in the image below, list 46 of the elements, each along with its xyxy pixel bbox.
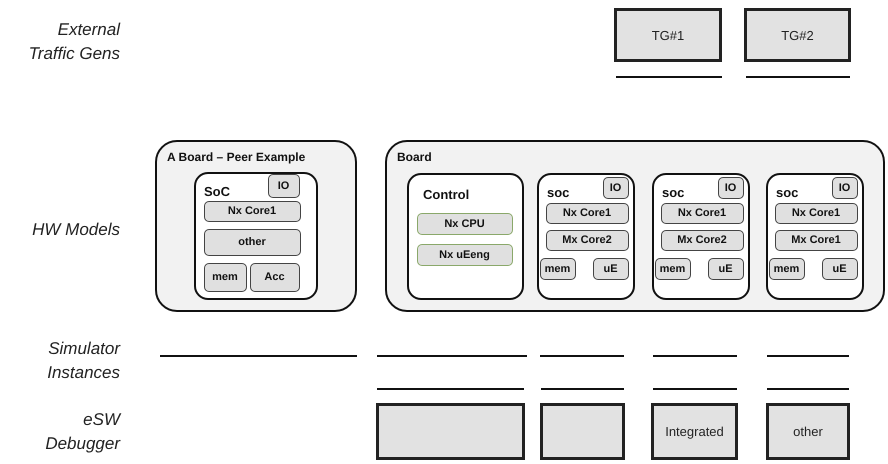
component-box: Nx Core1 (774, 202, 858, 224)
debugger-box (376, 403, 525, 460)
board-panel (155, 140, 357, 312)
chip-title: SoC (204, 184, 230, 199)
component-box: mem (540, 258, 576, 280)
component-box: mem (204, 262, 246, 292)
component-box: IO (718, 176, 744, 198)
debugger-box: Integrated (651, 403, 738, 460)
row-label: eSW Debugger (44, 409, 120, 455)
component-box: Nx Core1 (204, 200, 300, 222)
component-box: mem (768, 258, 804, 280)
component-box: Mx Core1 (774, 230, 858, 250)
component-box: IO (268, 174, 300, 198)
component-box: mem (654, 258, 690, 280)
component-box: IO (602, 176, 628, 198)
chip-panel (766, 173, 864, 300)
component-box: Acc (250, 262, 300, 292)
row-label: Simulator Instances (46, 338, 120, 384)
component-box: IO (832, 176, 858, 198)
chip-panel (407, 173, 524, 300)
debugger-box: other (766, 403, 850, 460)
chip-panel (652, 173, 750, 300)
component-box: Mx Core2 (546, 230, 628, 250)
component-box: Nx Core1 (546, 202, 628, 224)
component-box: uE (592, 258, 628, 280)
component-box: Nx Core1 (660, 202, 744, 224)
debugger-box (540, 403, 625, 460)
board-title: A Board – Peer Example (167, 150, 306, 164)
component-box: uE (708, 258, 744, 280)
chip-panel (537, 173, 635, 300)
chip-panel (194, 172, 318, 300)
chip-title: soc (547, 185, 570, 200)
row-label: External Traffic Gens (28, 19, 120, 65)
traffic-generator-box: TG#2 (744, 8, 851, 62)
component-box: Nx CPU (416, 212, 512, 234)
row-label: HW Models (31, 219, 120, 241)
chip-title: soc (662, 185, 684, 200)
chip-title: soc (776, 185, 798, 200)
component-box: Mx Core2 (660, 230, 744, 250)
component-box: Nx uEeng (416, 244, 512, 266)
component-box: other (204, 228, 300, 256)
board-title: Board (397, 150, 432, 164)
chip-title: Control (423, 187, 470, 202)
component-box: uE (822, 258, 858, 280)
traffic-generator-box: TG#1 (614, 8, 722, 62)
board-panel (385, 140, 885, 312)
